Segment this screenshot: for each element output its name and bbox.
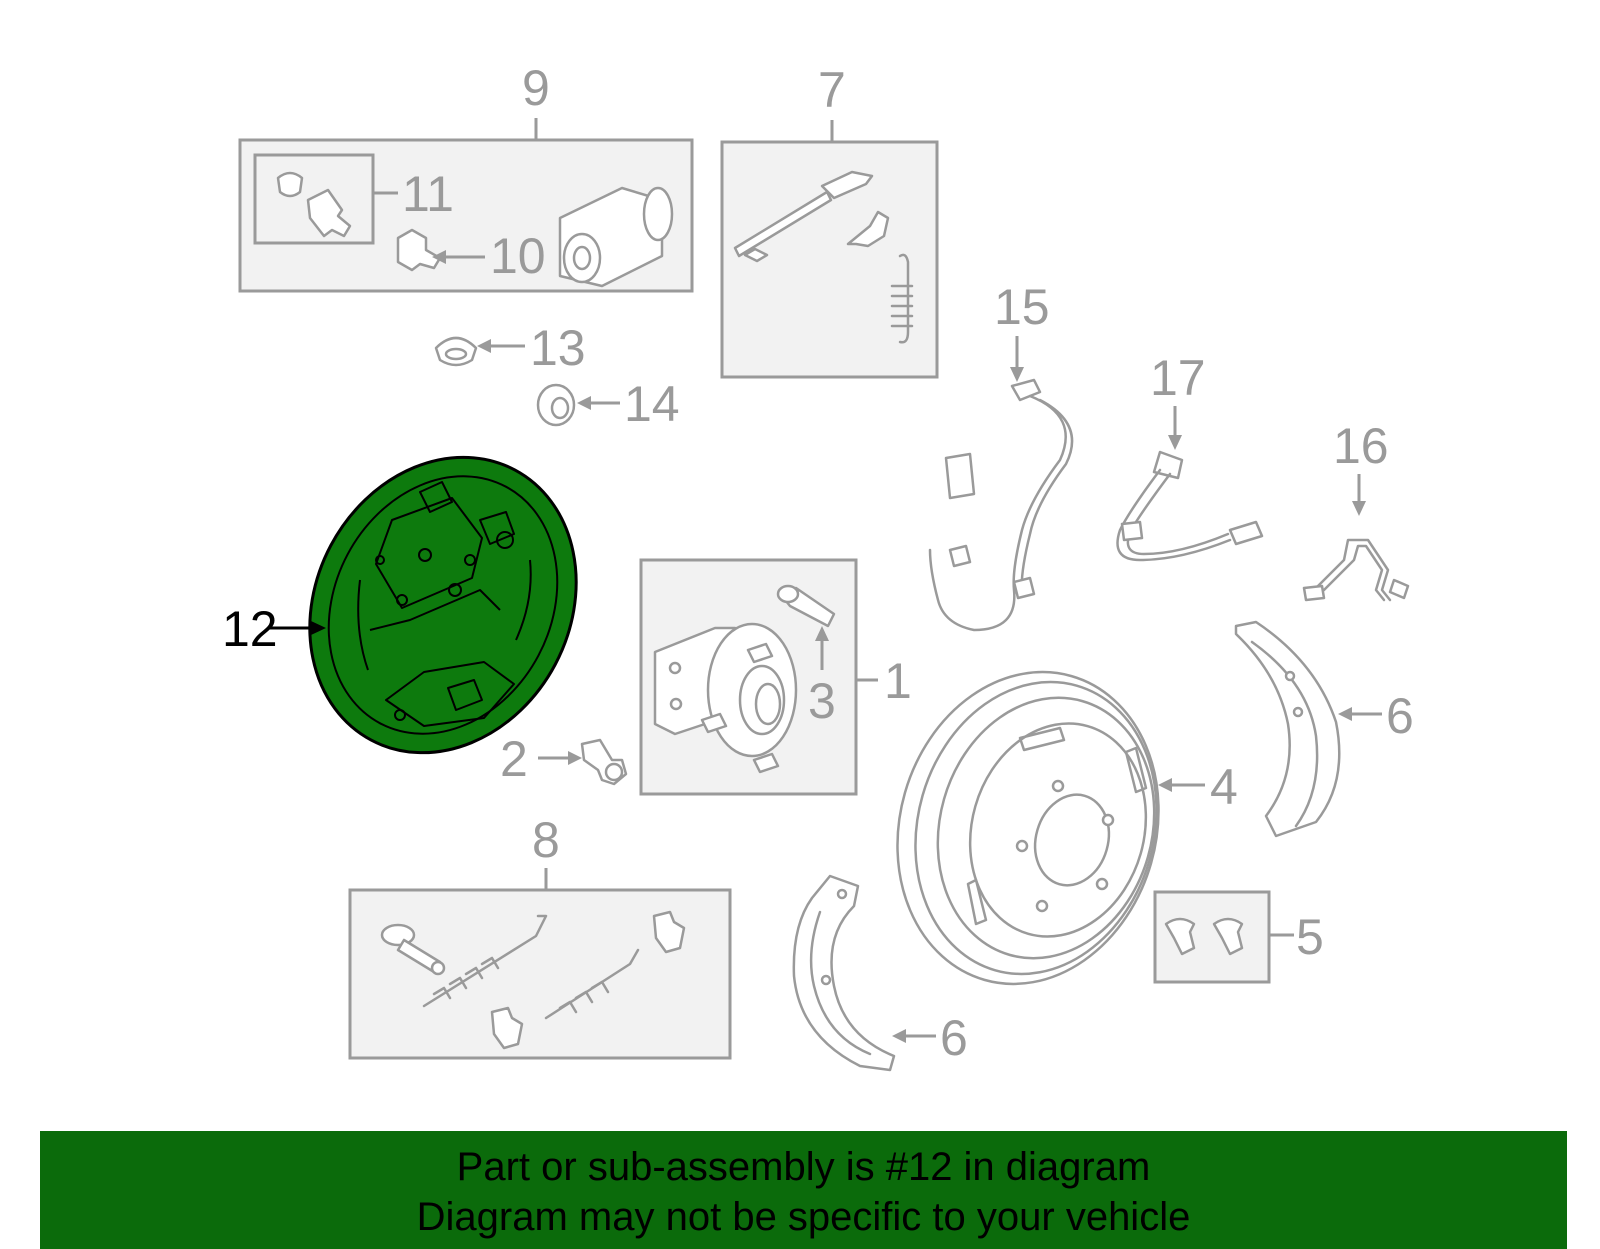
- adjuster-group-box: [720, 140, 939, 379]
- callout-1: 1: [884, 653, 912, 709]
- callout-14: 14: [624, 376, 680, 432]
- callout-3: 3: [808, 673, 836, 729]
- callout-5: 5: [1296, 909, 1324, 965]
- hardware-group-box: [348, 888, 732, 1060]
- screw-group-box: [1153, 890, 1271, 984]
- banner-line-1: Part or sub-assembly is #12 in diagram: [456, 1145, 1151, 1189]
- brake-hose-17: [1116, 450, 1264, 562]
- callout-4: 4: [1210, 759, 1238, 815]
- brake-shoe-6-upper: [1234, 620, 1341, 838]
- callout-12: 12: [222, 601, 278, 657]
- callout-6-upper: 6: [1386, 688, 1414, 744]
- banner-line-2: Diagram may not be specific to your vehi…: [416, 1195, 1191, 1239]
- callout-15: 15: [994, 279, 1050, 335]
- abs-sensor-15: [928, 378, 1074, 632]
- callout-16: 16: [1333, 418, 1389, 474]
- hub-group-box: [639, 558, 858, 796]
- info-banner: Part or sub-assembly is #12 in diagram D…: [40, 1131, 1567, 1249]
- brake-line-16: [1302, 538, 1410, 602]
- wheel-cylinder-group-box: [238, 138, 694, 293]
- bolt-2: [580, 738, 628, 786]
- callout-17: 17: [1150, 350, 1206, 406]
- plug-13: [434, 336, 478, 367]
- callout-9: 9: [522, 60, 550, 116]
- callout-10: 10: [490, 228, 546, 284]
- backing-plate-12: [308, 455, 578, 755]
- brake-shoe-6-lower: [792, 874, 896, 1072]
- cap-14: [536, 383, 576, 427]
- callout-11: 11: [402, 166, 454, 222]
- callout-13: 13: [530, 320, 586, 376]
- callout-6-lower: 6: [940, 1010, 968, 1066]
- callout-7: 7: [818, 62, 846, 118]
- callout-2: 2: [500, 731, 528, 787]
- brake-drum-4: [896, 670, 1160, 986]
- callout-8: 8: [532, 812, 560, 868]
